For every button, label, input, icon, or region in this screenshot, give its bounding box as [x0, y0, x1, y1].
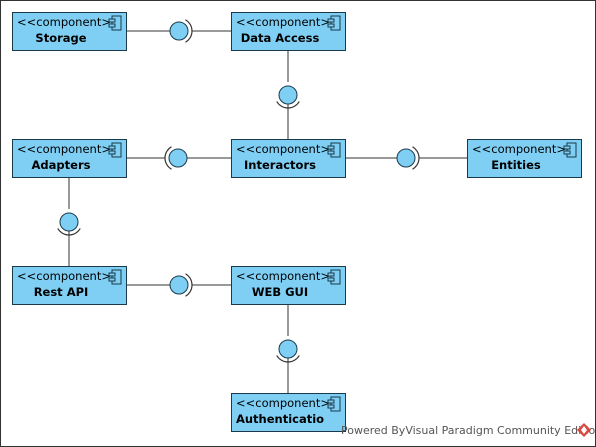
connector-authentication-web-gui	[276, 304, 300, 393]
component-icon	[108, 15, 122, 31]
component-interactors[interactable]: <<component>> Interactors	[231, 139, 346, 178]
component-stereotype: <<component>>	[17, 269, 121, 283]
component-name: Interactors	[244, 158, 316, 172]
component-storage[interactable]: <<component>> Storage	[12, 12, 127, 51]
required-interface-socket	[276, 101, 300, 109]
component-stereotype: <<component>>	[236, 269, 340, 283]
component-stereotype: <<component>>	[17, 142, 121, 156]
required-interface-socket	[412, 146, 420, 170]
component-box[interactable]	[231, 12, 346, 51]
component-stereotype: <<component>>	[17, 15, 121, 29]
required-interface-socket	[185, 19, 193, 43]
connector-rest-api-adapters	[57, 177, 81, 266]
connector-interactors-data-access	[276, 50, 300, 139]
component-authentication[interactable]: <<component>> Authenticatio	[231, 393, 346, 432]
component-box[interactable]	[12, 139, 127, 178]
component-icon	[108, 142, 122, 158]
provided-interface-ball	[168, 148, 188, 168]
provided-interface-ball	[396, 148, 416, 168]
component-box[interactable]	[231, 139, 346, 178]
component-box[interactable]	[231, 266, 346, 305]
component-icon	[327, 269, 341, 285]
component-stereotype: <<component>>	[236, 396, 340, 410]
component-name: WEB GUI	[252, 285, 308, 299]
component-entities[interactable]: <<component>> Entities	[467, 139, 582, 178]
component-name: Storage	[35, 31, 86, 45]
component-icon	[108, 269, 122, 285]
component-box[interactable]	[12, 12, 127, 51]
footer-text: Powered ByVisual Paradigm Community Edit…	[341, 424, 596, 437]
component-layer: <<component>> Storage <<component>> Data Ac…	[12, 12, 582, 432]
provided-interface-ball	[278, 339, 298, 359]
component-stereotype: <<component>>	[236, 15, 340, 29]
required-interface-socket	[185, 273, 193, 297]
provided-interface-ball	[278, 85, 298, 105]
required-interface-socket	[276, 355, 300, 363]
required-interface-socket	[164, 146, 172, 170]
component-box[interactable]	[12, 266, 127, 305]
connector-interactors-entities	[345, 146, 467, 170]
component-icon	[327, 396, 341, 412]
component-name: Data Access	[241, 31, 320, 45]
required-interface-socket	[57, 228, 81, 236]
footer: Powered ByVisual Paradigm Community Edit…	[341, 423, 596, 437]
component-icon	[563, 142, 577, 158]
component-icon	[327, 142, 341, 158]
component-data-access[interactable]: <<component>> Data Access	[231, 12, 346, 51]
component-name: Rest API	[34, 285, 89, 299]
provided-interface-ball	[169, 21, 189, 41]
component-web-gui[interactable]: <<component>> WEB GUI	[231, 266, 346, 305]
component-stereotype: <<component>>	[472, 142, 576, 156]
connector-layer	[57, 19, 467, 393]
component-name: Adapters	[32, 158, 91, 172]
component-box[interactable]	[467, 139, 582, 178]
component-box[interactable]	[231, 393, 346, 432]
connector-storage-data-access	[126, 19, 231, 43]
component-stereotype: <<component>>	[236, 142, 340, 156]
component-rest-api[interactable]: <<component>> Rest API	[12, 266, 127, 305]
component-name: Authenticatio	[236, 412, 324, 426]
component-icon	[327, 15, 341, 31]
provided-interface-ball	[169, 275, 189, 295]
connector-rest-api-web-gui	[126, 273, 231, 297]
provided-interface-ball	[59, 212, 79, 232]
component-adapters[interactable]: <<component>> Adapters	[12, 139, 127, 178]
visual-paradigm-logo-icon	[577, 423, 591, 437]
component-name: Entities	[491, 158, 541, 172]
connector-interactors-adapters	[126, 146, 231, 170]
